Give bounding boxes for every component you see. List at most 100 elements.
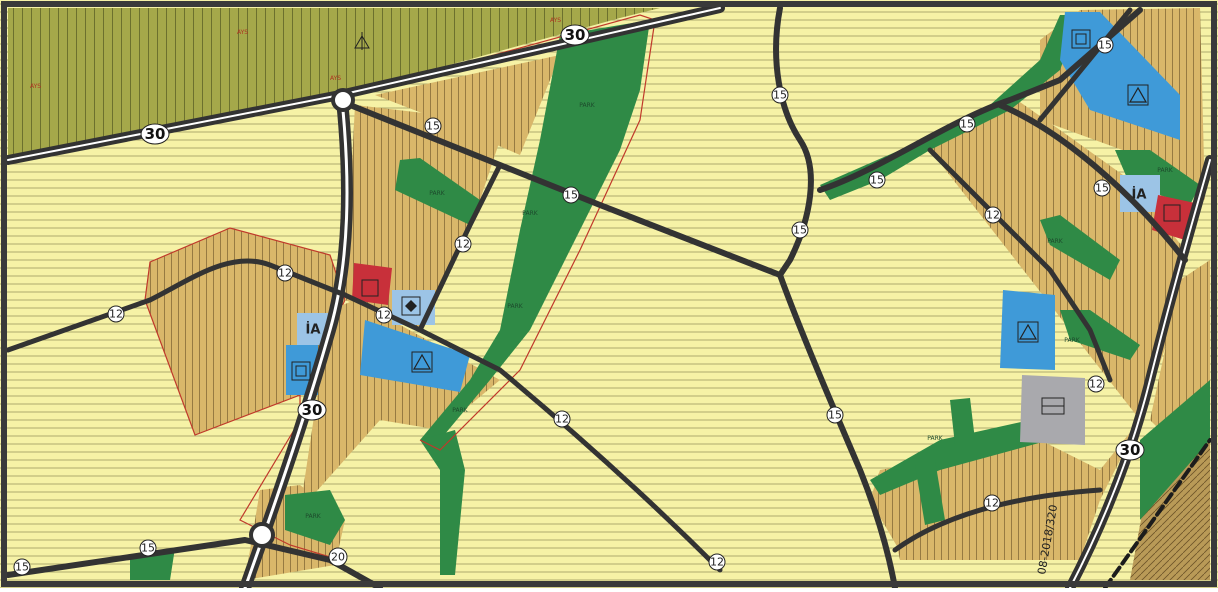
svg-text:15: 15 <box>1098 39 1112 52</box>
park-label-7: PARK <box>1047 238 1064 245</box>
road-15-east <box>997 102 1188 263</box>
park-main <box>420 20 650 440</box>
svg-text:12: 12 <box>986 209 1000 222</box>
svg-text:30: 30 <box>145 125 166 143</box>
park-southeast-stub-2 <box>915 460 945 525</box>
road-label-12-e: 12 <box>553 410 571 428</box>
ays-label-1: AYS <box>237 29 248 36</box>
road-label-15-c: 15 <box>771 86 789 104</box>
road-label-15-g: 15 <box>1093 179 1111 197</box>
park-label-6: PARK <box>305 513 322 520</box>
road-15-center <box>347 102 783 278</box>
road-12-east <box>927 147 1113 383</box>
triangle-icon <box>1127 84 1149 106</box>
park-east-2 <box>1060 310 1140 360</box>
road-main-west-center <box>243 98 349 590</box>
road-label-15-e: 15 <box>868 171 886 189</box>
park-southwest <box>285 490 345 545</box>
road-12-center-link <box>417 162 503 333</box>
svg-text:15: 15 <box>793 224 807 237</box>
road-label-30-east: 30 <box>1115 439 1145 461</box>
road-label-20: 20 <box>328 547 348 567</box>
commercial-icon <box>1163 204 1181 222</box>
road-12-west <box>5 258 723 573</box>
svg-text:20: 20 <box>331 551 345 564</box>
residential-dense-block-east <box>870 95 1185 560</box>
roundabout-north <box>331 88 355 112</box>
park-southeast <box>870 420 1050 495</box>
road-15-ne <box>817 7 1143 193</box>
road-label-30-north: 30 <box>560 24 590 46</box>
roundabout-south <box>249 522 275 548</box>
svg-text:12: 12 <box>456 238 470 251</box>
svg-text:30: 30 <box>302 401 323 419</box>
envelope-icon <box>1041 397 1065 415</box>
svg-text:15: 15 <box>773 89 787 102</box>
svg-text:15: 15 <box>1095 182 1109 195</box>
svg-text:12: 12 <box>985 497 999 510</box>
health-label-east: İA <box>1132 187 1147 203</box>
road-label-12-g: 12 <box>984 206 1002 224</box>
ays-label-4: AYS <box>330 75 341 82</box>
ays-marker-icon <box>354 32 370 50</box>
park-label-10: PARK <box>1157 167 1174 174</box>
svg-text:12: 12 <box>555 413 569 426</box>
svg-text:12: 12 <box>109 308 123 321</box>
svg-text:15: 15 <box>870 174 884 187</box>
svg-text:15: 15 <box>426 120 440 133</box>
park-southeast-stub <box>950 398 975 445</box>
svg-text:30: 30 <box>1120 441 1141 459</box>
square-icon <box>1071 29 1091 49</box>
education-area-center <box>360 320 470 392</box>
svg-text:15: 15 <box>564 189 578 202</box>
park-label-4: PARK <box>507 303 524 310</box>
road-label-15-j: 15 <box>13 558 31 576</box>
park-rail-buffer <box>1140 380 1210 520</box>
road-label-30-west: 30 <box>140 123 170 145</box>
road-label-12-f: 12 <box>708 553 726 571</box>
road-label-30-center: 30 <box>297 399 327 421</box>
road-label-12-b: 12 <box>276 264 294 282</box>
road-12-ne <box>1037 7 1133 123</box>
road-label-12-a: 12 <box>107 305 125 323</box>
road-label-12-c: 12 <box>454 235 472 253</box>
road-15-south-west <box>5 537 383 591</box>
road-label-15-b: 15 <box>562 186 580 204</box>
road-main-east-center <box>1069 159 1211 589</box>
svg-text:12: 12 <box>1089 378 1103 391</box>
road-15-south <box>777 272 898 591</box>
triangle-icon <box>1017 321 1039 343</box>
triangle-icon <box>411 351 433 373</box>
road-label-15-a: 15 <box>424 117 442 135</box>
railway-line <box>1103 438 1212 590</box>
road-label-12-i: 12 <box>983 494 1001 512</box>
residential-dense-block-north <box>375 55 560 155</box>
diamond-icon <box>401 296 421 316</box>
svg-text:15: 15 <box>15 561 29 574</box>
health-area-east <box>1120 175 1160 212</box>
park-east-1 <box>1040 215 1120 280</box>
commercial-icon <box>361 279 379 297</box>
svg-text:12: 12 <box>377 309 391 322</box>
ays-label-3: AYS <box>30 83 41 90</box>
government-area <box>1020 375 1085 445</box>
svg-text:15: 15 <box>141 542 155 555</box>
svg-text:12: 12 <box>710 556 724 569</box>
health-label-west: İA <box>306 322 321 338</box>
ays-label-2: AYS <box>550 17 561 24</box>
road-label-12-h: 12 <box>1087 375 1105 393</box>
road-label-15-d: 15 <box>791 221 809 239</box>
park-label-9: PARK <box>927 435 944 442</box>
park-label-5: PARK <box>452 407 469 414</box>
ays-zone <box>8 8 660 160</box>
road-label-12-d: 12 <box>375 306 393 324</box>
road-label-15-i: 15 <box>826 406 844 424</box>
education-area-east <box>1000 290 1055 370</box>
park-label-3: PARK <box>522 210 539 217</box>
road-label-15-h: 15 <box>1096 36 1114 54</box>
svg-text:12: 12 <box>278 267 292 280</box>
park-label-1: PARK <box>579 102 596 109</box>
